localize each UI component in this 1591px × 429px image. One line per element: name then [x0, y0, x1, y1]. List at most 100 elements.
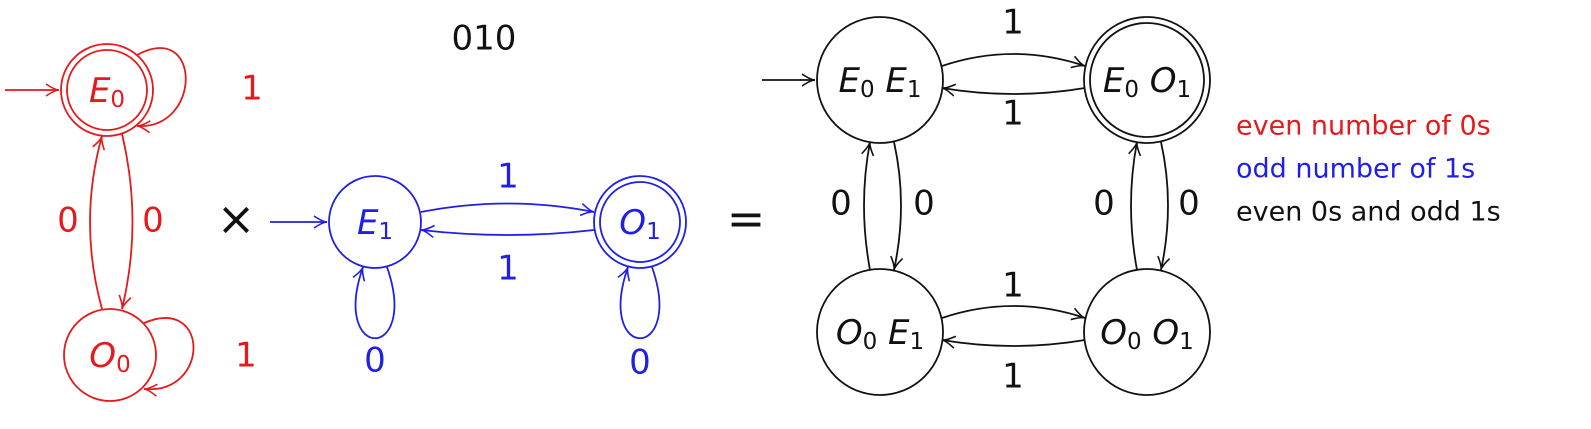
- state-letter: E: [838, 61, 860, 101]
- edge-o1-e1-label: 1: [497, 249, 519, 289]
- loop-o0-arrowhead: [143, 383, 158, 397]
- edge-e0o1-o0o1-arrowhead: [1157, 255, 1171, 271]
- state-e0o1-accept-ring: [1089, 22, 1205, 138]
- loop-o1-label: 0: [629, 343, 651, 383]
- state-letter: E: [357, 203, 379, 243]
- edge-e0e1-o0e1-arrowhead: [890, 255, 904, 271]
- edge-o0e1-o0o1-label: 1: [1002, 266, 1024, 306]
- edge-e1-o1-arrowhead: [579, 203, 595, 217]
- state-subscript: 0: [860, 77, 875, 103]
- state-letter: O: [1152, 313, 1179, 353]
- state-letter: E: [885, 61, 907, 101]
- edge-o0-e0-arrowhead: [92, 135, 106, 151]
- state-e0o1-label: E0 O1: [1103, 61, 1191, 103]
- state-subscript: 0: [1127, 329, 1142, 355]
- loop-o1-arrowhead: [617, 266, 631, 282]
- edge-e0o1-o0o1: [1160, 141, 1169, 271]
- loop-o0: [143, 317, 195, 390]
- state-subscript: 1: [907, 77, 922, 103]
- edge-o1-e1-arrowhead: [420, 224, 435, 239]
- loop-e0: [136, 47, 187, 127]
- state-subscript: 0: [116, 352, 131, 378]
- product-start-arrow-arrowhead: [801, 73, 816, 87]
- state-subscript: 0: [110, 87, 125, 113]
- state-letter: E: [1103, 61, 1125, 101]
- edge-o0e1-o0o1: [941, 305, 1086, 319]
- state-e0-circle: [60, 43, 154, 137]
- state-letter: O: [1150, 61, 1177, 101]
- edge-e0e1-e0o1-arrowhead: [1070, 55, 1086, 69]
- input-string: 010: [452, 19, 517, 59]
- state-subscript: 1: [378, 219, 393, 245]
- legend-line-1: even number of 0s: [1236, 111, 1491, 142]
- state-o0e1-circle: [816, 268, 944, 396]
- state-o0o1-circle: [1083, 268, 1211, 396]
- state-spacer: [1142, 313, 1153, 353]
- edge-o0e1-e0e1-arrowhead: [861, 141, 875, 157]
- state-subscript: 1: [910, 329, 925, 355]
- edge-o0e1-e0e1: [863, 141, 871, 271]
- edge-o0o1-o0e1-label: 1: [1002, 357, 1024, 397]
- loop-e1-label: 0: [364, 341, 386, 381]
- loop-e0-arrowhead: [136, 120, 151, 134]
- edge-o0o1-e0o1-arrowhead: [1128, 141, 1142, 157]
- edge-o0e1-e0e1-label: 0: [830, 184, 852, 224]
- edge-e1-o1-label: 1: [497, 157, 519, 197]
- equals-operator: =: [727, 192, 766, 246]
- odd1-start-arrow-arrowhead: [313, 215, 328, 229]
- state-e0e1-circle: [816, 16, 944, 144]
- state-letter: O: [89, 336, 116, 376]
- state-e0-label: E0: [89, 71, 125, 113]
- edge-e0e1-o0e1-label: 0: [913, 184, 935, 224]
- edge-e0o1-e0e1-label: 1: [1002, 94, 1024, 134]
- edge-o0e1-o0o1-arrowhead: [1070, 307, 1086, 321]
- state-o0o1-label: O0 O1: [1100, 313, 1194, 355]
- edge-e0e1-e0o1: [941, 53, 1086, 67]
- state-e0o1-circle: [1083, 16, 1211, 144]
- edge-o0o1-o0e1-arrowhead: [941, 335, 957, 349]
- edge-o0o1-e0o1-label: 0: [1093, 184, 1115, 224]
- state-e1-label: E1: [357, 203, 393, 245]
- state-letter: O: [619, 203, 646, 243]
- state-e0-accept-ring: [66, 49, 148, 131]
- state-subscript: 0: [1124, 77, 1139, 103]
- edge-o0-e0-label: 0: [57, 201, 79, 241]
- loop-e1-arrowhead: [352, 266, 366, 282]
- even0-start-arrow-arrowhead: [45, 83, 60, 97]
- edge-e0o1-e0e1: [941, 87, 1086, 95]
- state-spacer: [1139, 61, 1150, 101]
- edge-e0o1-o0o1-label: 0: [1178, 184, 1200, 224]
- state-letter: O: [1100, 313, 1127, 353]
- state-e0e1-label: E0 E1: [838, 61, 921, 103]
- state-o0-label: O0: [89, 336, 130, 378]
- edge-o1-e1: [420, 229, 595, 236]
- edge-e0-o0-arrowhead: [118, 294, 132, 310]
- state-letter: E: [888, 313, 910, 353]
- state-spacer: [875, 61, 886, 101]
- state-o0e1-label: O0 E1: [836, 313, 924, 355]
- edge-e0e1-o0e1: [893, 141, 902, 271]
- state-o1-label: O1: [619, 203, 660, 245]
- state-subscript: 0: [863, 329, 878, 355]
- edge-e1-o1: [420, 202, 595, 213]
- loop-e0-label: 1: [241, 69, 263, 109]
- state-o1-accept-ring: [599, 181, 681, 263]
- state-e1-circle: [328, 175, 422, 269]
- state-subscript: 1: [646, 219, 661, 245]
- edge-o0o1-e0o1: [1130, 141, 1138, 271]
- loop-e1: [354, 266, 396, 340]
- edge-e0-o0: [121, 133, 134, 310]
- legend-line-3: even 0s and odd 1s: [1236, 197, 1501, 228]
- legend-line-2: odd number of 1s: [1236, 154, 1475, 185]
- state-letter: O: [836, 313, 863, 353]
- times-operator: ×: [217, 192, 256, 246]
- state-o0-circle: [63, 308, 157, 402]
- edge-e0-o0-label: 0: [142, 201, 164, 241]
- state-spacer: [877, 313, 888, 353]
- edge-e0e1-e0o1-label: 1: [1002, 3, 1024, 43]
- loop-o0-label: 1: [235, 336, 257, 376]
- edge-o0o1-o0e1: [941, 339, 1086, 347]
- state-o1-circle: [593, 175, 687, 269]
- edge-o0-e0: [89, 135, 103, 310]
